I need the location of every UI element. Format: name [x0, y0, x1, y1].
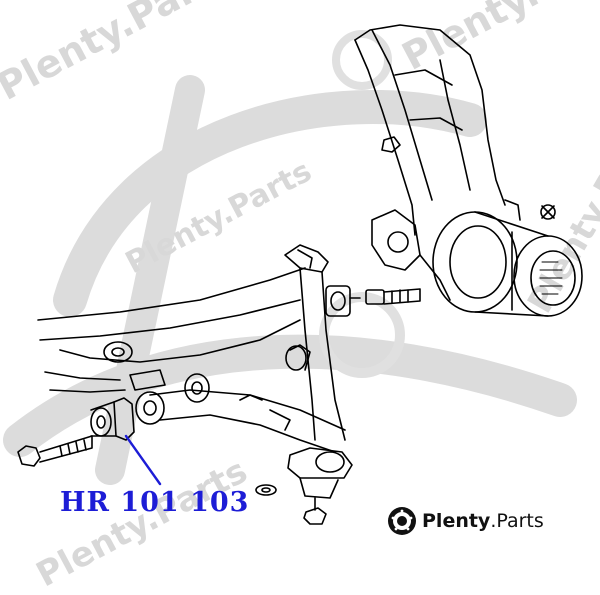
callout-bushing: [90, 397, 135, 441]
suspension-line-art: [17, 24, 583, 525]
upper-bushing: [325, 285, 361, 317]
brand-logo: Plenty.Parts: [386, 505, 544, 537]
lower-control-arm: [149, 344, 346, 453]
long-bolt: [17, 435, 93, 467]
ball-joint: [255, 447, 353, 525]
callout-leader-line: [124, 434, 162, 486]
steering-knuckle: [354, 24, 556, 301]
brake-disc-icon: [388, 507, 416, 535]
mount-bracket: [284, 244, 346, 441]
trailing-arm: [37, 267, 306, 393]
watermark-swoosh-1: [53, 89, 487, 317]
watermark-bar: [95, 75, 205, 485]
brand-name: Plenty: [422, 510, 491, 532]
wheel-hub-bearing: [432, 211, 583, 317]
watermark-graphic: [3, 30, 577, 485]
watermark-swoosh-2: [3, 334, 577, 457]
watermark-disc-icon: [319, 292, 405, 378]
lower-arm-bushing: [135, 373, 210, 425]
part-number-label: HR 101 103: [60, 487, 250, 518]
knuckle-bolt: [365, 288, 421, 305]
brand-tld: .Parts: [490, 510, 544, 532]
